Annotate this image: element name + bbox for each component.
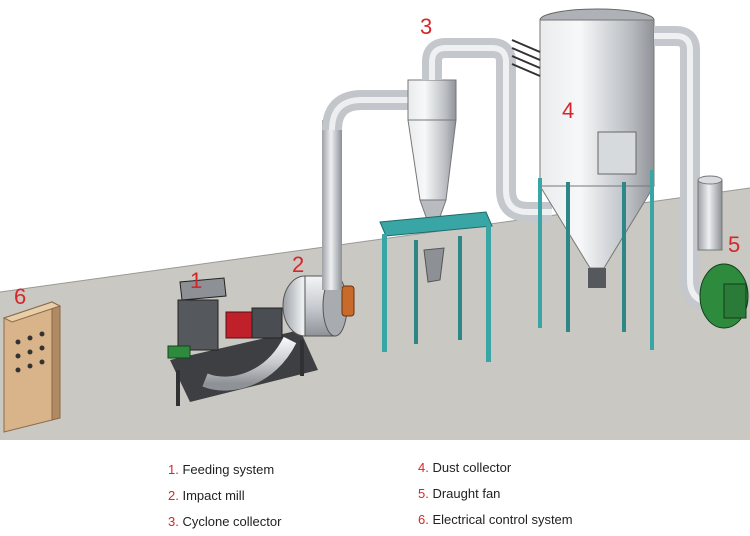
legend-item: 4. Dust collector xyxy=(418,460,511,475)
legend-item: 5. Draught fan xyxy=(418,486,500,501)
callout-4: 4 xyxy=(562,98,574,123)
legend-number: 6. xyxy=(418,512,429,527)
legend-number: 5. xyxy=(418,486,429,501)
legend-number: 2. xyxy=(168,488,179,503)
cyclone-collector xyxy=(379,38,552,362)
legend-label: Draught fan xyxy=(432,486,501,501)
legend-number: 3. xyxy=(168,514,179,529)
impact-mill xyxy=(202,275,355,391)
callout-3: 3 xyxy=(420,14,432,39)
conveying-pipe xyxy=(322,90,410,290)
dust-collector xyxy=(511,8,655,350)
legend-item: 3. Cyclone collector xyxy=(168,514,281,529)
draught-fan xyxy=(697,175,749,329)
legend-item: 1. Feeding system xyxy=(168,462,274,477)
floor xyxy=(0,188,750,440)
legend-label: Impact mill xyxy=(182,488,245,503)
legend-label: Electrical control system xyxy=(432,512,573,527)
legend-label: Cyclone collector xyxy=(182,514,282,529)
electrical-control-cabinet xyxy=(2,301,62,433)
legend-number: 1. xyxy=(168,462,179,477)
legend-item: 6. Electrical control system xyxy=(418,512,573,527)
legend-label: Feeding system xyxy=(182,462,275,477)
callout-6: 6 xyxy=(14,284,26,309)
legend-item: 2. Impact mill xyxy=(168,488,245,503)
legend-number: 4. xyxy=(418,460,429,475)
callout-5: 5 xyxy=(728,232,740,257)
legend-label: Dust collector xyxy=(432,460,512,475)
callout-1: 1 xyxy=(190,268,202,293)
callout-2: 2 xyxy=(292,252,304,277)
